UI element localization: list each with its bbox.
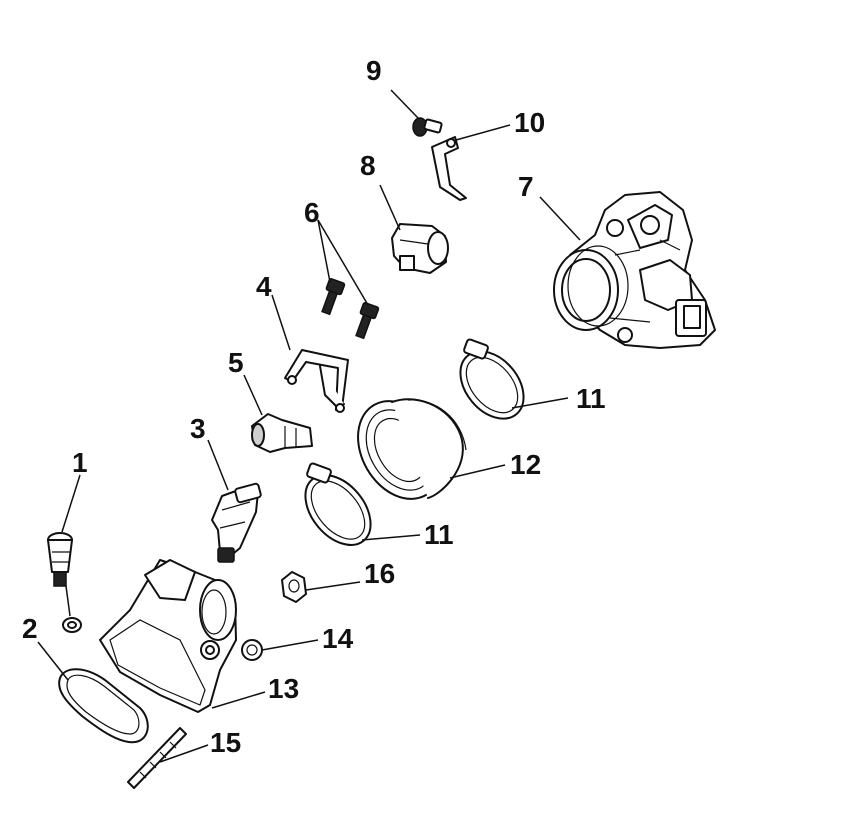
part-2-gasket — [58, 668, 149, 744]
part-3-fuel-injector — [211, 482, 262, 563]
callout-12: 12 — [510, 449, 541, 480]
part-5-elbow-fitting — [251, 413, 313, 453]
part-14-plug — [241, 639, 263, 661]
part-9-screw — [412, 117, 443, 137]
callout-labels: 9 10 8 7 6 4 5 3 1 2 11 12 11 16 14 13 1… — [22, 55, 606, 758]
part-8-sensor — [391, 223, 449, 274]
part-16-nut — [281, 571, 307, 603]
part-13-intake-manifold — [99, 559, 237, 713]
callout-9: 9 — [366, 55, 382, 86]
part-4-bracket — [284, 349, 349, 413]
callout-14: 14 — [322, 623, 354, 654]
callout-7: 7 — [518, 171, 534, 202]
callout-8: 8 — [360, 150, 376, 181]
part-7-throttle-body — [553, 191, 716, 349]
callout-6: 6 — [304, 197, 320, 228]
callout-13: 13 — [268, 673, 299, 704]
part-6-bolts — [321, 278, 380, 340]
callout-11-upper: 11 — [576, 383, 606, 414]
part-15-stud — [127, 727, 187, 789]
part-12-rubber-boot — [357, 398, 467, 500]
callout-3: 3 — [190, 413, 206, 444]
callout-16: 16 — [364, 558, 395, 589]
callout-15: 15 — [210, 727, 241, 758]
callout-4: 4 — [256, 271, 272, 302]
callout-2: 2 — [22, 613, 38, 644]
callout-1: 1 — [72, 447, 88, 478]
callout-10: 10 — [514, 107, 545, 138]
part-11-hose-clamp-lower — [304, 462, 372, 546]
callout-5: 5 — [228, 347, 244, 378]
callout-11-lower: 11 — [424, 519, 454, 550]
part-11-hose-clamp-upper — [459, 338, 525, 420]
part-10-bracket — [431, 136, 467, 201]
leader-lines — [37, 89, 581, 763]
part-1-sensor — [47, 532, 82, 633]
